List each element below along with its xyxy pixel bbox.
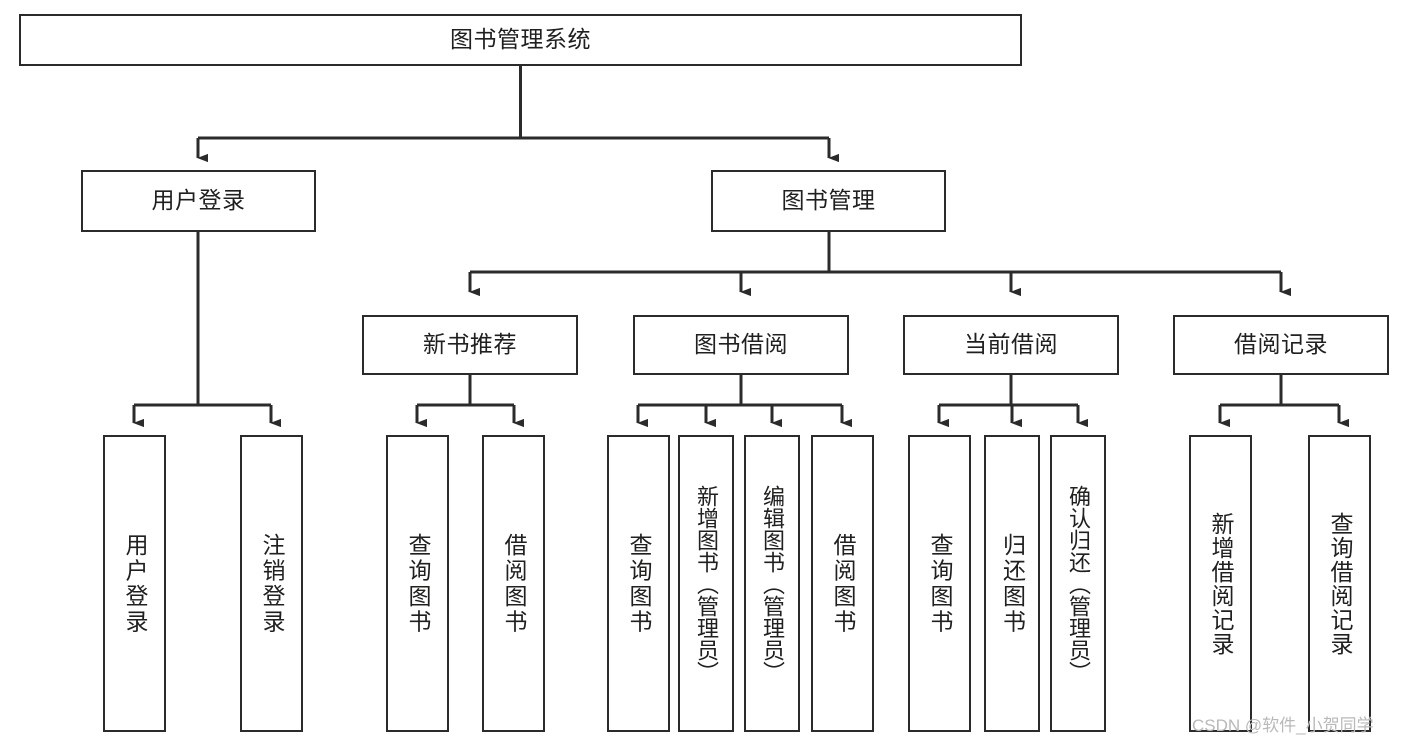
leaf-user-login[interactable]: 用户登录 xyxy=(103,435,166,732)
leaf-edit-book-admin-label: 编辑图书（管理员） xyxy=(760,484,785,683)
leaf-return-book-label: 归还图书 xyxy=(999,532,1026,635)
leaf-borrow-book-label: 借阅图书 xyxy=(830,532,856,635)
node-borrow-record-label: 借阅记录 xyxy=(1234,331,1328,358)
node-current-borrow[interactable]: 当前借阅 xyxy=(903,315,1119,375)
leaf-return-book[interactable]: 归还图书 xyxy=(984,435,1040,732)
leaf-edit-book-admin[interactable]: 编辑图书（管理员） xyxy=(744,435,800,732)
node-user-login[interactable]: 用户登录 xyxy=(81,170,316,232)
node-new-book-recommend[interactable]: 新书推荐 xyxy=(362,315,578,375)
node-new-book-recommend-label: 新书推荐 xyxy=(423,331,517,358)
leaf-add-borrow-record-label: 新增借阅记录 xyxy=(1208,511,1234,656)
leaf-query-book-recommend[interactable]: 查询图书 xyxy=(386,435,449,732)
leaf-add-borrow-record[interactable]: 新增借阅记录 xyxy=(1189,435,1252,732)
node-book-manage-label: 图书管理 xyxy=(781,187,876,214)
leaf-query-book-borrow-label: 查询图书 xyxy=(626,532,652,635)
leaf-user-logout-label: 注销登录 xyxy=(259,532,285,635)
leaf-add-book-admin[interactable]: 新增图书（管理员） xyxy=(678,435,734,732)
node-borrow-record[interactable]: 借阅记录 xyxy=(1173,315,1389,375)
node-book-borrow-label: 图书借阅 xyxy=(694,331,788,358)
leaf-user-login-label: 用户登录 xyxy=(122,532,148,635)
leaf-query-book-current-label: 查询图书 xyxy=(927,532,953,635)
node-root-label: 图书管理系统 xyxy=(450,26,591,53)
node-book-manage[interactable]: 图书管理 xyxy=(711,170,946,232)
leaf-borrow-book-recommend-label: 借阅图书 xyxy=(501,532,527,635)
node-user-login-label: 用户登录 xyxy=(151,187,246,214)
node-root[interactable]: 图书管理系统 xyxy=(19,14,1022,66)
leaf-add-book-admin-label: 新增图书（管理员） xyxy=(694,484,719,683)
leaf-query-book-recommend-label: 查询图书 xyxy=(405,532,431,635)
leaf-user-logout[interactable]: 注销登录 xyxy=(240,435,303,732)
leaf-confirm-return-admin-label: 确认归还（管理员） xyxy=(1066,484,1091,683)
node-current-borrow-label: 当前借阅 xyxy=(964,331,1058,358)
node-book-borrow[interactable]: 图书借阅 xyxy=(633,315,849,375)
leaf-query-book-current[interactable]: 查询图书 xyxy=(908,435,971,732)
leaf-query-book-borrow[interactable]: 查询图书 xyxy=(607,435,670,732)
leaf-query-borrow-record[interactable]: 查询借阅记录 xyxy=(1308,435,1371,732)
leaf-borrow-book-recommend[interactable]: 借阅图书 xyxy=(482,435,545,732)
leaf-query-borrow-record-label: 查询借阅记录 xyxy=(1327,511,1353,656)
leaf-borrow-book[interactable]: 借阅图书 xyxy=(811,435,874,732)
leaf-confirm-return-admin[interactable]: 确认归还（管理员） xyxy=(1050,435,1106,732)
